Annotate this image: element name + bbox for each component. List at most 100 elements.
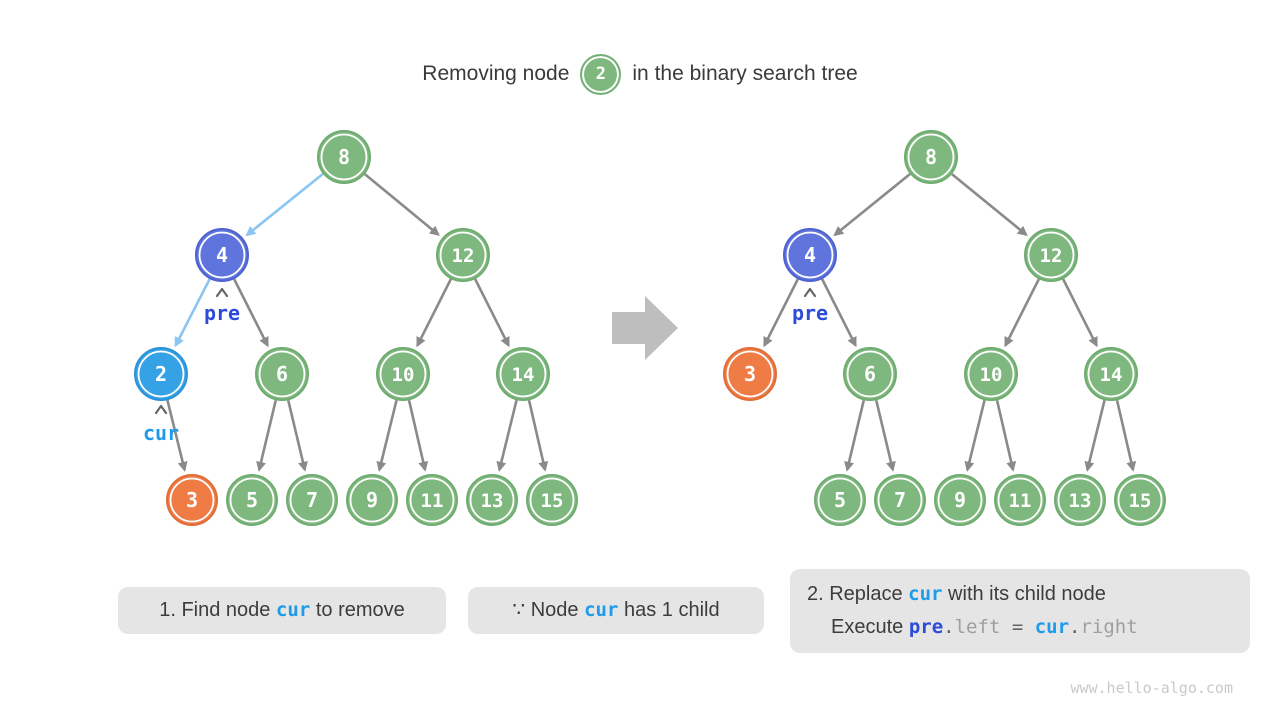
- tree-node-value: 5: [834, 488, 846, 512]
- tree-node-13: 13: [466, 474, 518, 526]
- tree-edge: [964, 399, 986, 472]
- caption-segment: cur: [584, 599, 619, 621]
- tree-node-value: 15: [541, 490, 564, 512]
- tree-edge: [245, 172, 324, 237]
- tree-node-value: 8: [338, 145, 350, 169]
- tree-node-value: 14: [512, 364, 535, 386]
- tree-node-value: 9: [954, 488, 966, 512]
- tree-node-value: 15: [1129, 490, 1152, 512]
- tree-edge: [820, 278, 857, 348]
- caption-segment: right: [1080, 616, 1138, 638]
- caption-2: ∵ Node cur has 1 child: [468, 587, 764, 634]
- caption-segment: Execute: [831, 616, 909, 638]
- tree-edge: [1084, 399, 1106, 472]
- pointer-caret-icon: [803, 287, 817, 298]
- tree-edge: [1115, 400, 1137, 472]
- tree-node-value: 5: [246, 488, 258, 512]
- tree-node-value: 12: [452, 245, 475, 267]
- tree-node-value: 6: [864, 362, 876, 386]
- tree-node-5: 5: [226, 474, 278, 526]
- tree-node-3: 3: [166, 474, 218, 526]
- tree-node-value: 8: [925, 145, 937, 169]
- after-tree: 8 4 12 3 6 10 14 5 7 9 11 13 15 pre: [723, 130, 1166, 526]
- tree-node-11: 11: [994, 474, 1046, 526]
- tree-node-14: 14: [496, 347, 550, 401]
- caption-segment: cur: [908, 583, 943, 605]
- tree-node-6: 6: [843, 347, 897, 401]
- tree-node-15: 15: [1114, 474, 1166, 526]
- caption-1: 1. Find node cur to remove: [118, 587, 446, 634]
- tree-edge: [174, 278, 211, 348]
- tree-node-12: 12: [436, 228, 490, 282]
- tree-edge: [232, 278, 269, 348]
- tree-edge: [951, 173, 1028, 237]
- title-node-value: 2: [595, 64, 607, 84]
- caption-segment: with its child node: [942, 583, 1106, 605]
- tree-node-5: 5: [814, 474, 866, 526]
- tree-node-value: 3: [744, 362, 756, 386]
- tree-edge: [407, 400, 429, 472]
- pointer-cur: cur: [143, 404, 179, 445]
- tree-node-value: 10: [392, 364, 415, 386]
- tree-edge: [166, 399, 188, 472]
- tree-node-9: 9: [346, 474, 398, 526]
- caption-segment: left: [954, 616, 1001, 638]
- tree-edge: [376, 399, 398, 472]
- tree-node-7: 7: [286, 474, 338, 526]
- transform-arrow-icon: [612, 296, 678, 360]
- pointer-label-cur: cur: [143, 421, 179, 445]
- tree-edge: [527, 400, 549, 472]
- pointer-pre: pre: [792, 287, 828, 325]
- caption-segment: has 1 child: [618, 599, 720, 621]
- caption-segment: ∵ Node: [512, 599, 585, 621]
- tree-node-value: 11: [421, 490, 444, 512]
- tree-node-value: 14: [1100, 364, 1123, 386]
- tree-node-15: 15: [526, 474, 578, 526]
- tree-edge: [473, 278, 510, 348]
- tree-edge: [1061, 278, 1098, 348]
- caption-segment: 1. Find node: [159, 599, 276, 621]
- tree-node-value: 4: [804, 243, 816, 267]
- tree-node-8: 8: [317, 130, 371, 184]
- caption-segment: 2. Replace: [807, 583, 909, 605]
- tree-node-value: 7: [306, 488, 318, 512]
- pointer-label-pre: pre: [792, 301, 828, 325]
- tree-edge: [763, 278, 800, 348]
- caption-segment: =: [1000, 616, 1035, 638]
- tree-node-11: 11: [406, 474, 458, 526]
- figure-title: Removing node 2 in the binary search tre…: [0, 50, 1280, 98]
- caption-segment: cur: [275, 599, 311, 621]
- caption-segment: to remove: [310, 599, 405, 621]
- tree-edge: [874, 399, 896, 472]
- tree-node-value: 13: [1069, 490, 1092, 512]
- tree-node-value: 6: [276, 362, 288, 386]
- tree-node-value: 2: [155, 362, 167, 386]
- tree-node-value: 10: [980, 364, 1003, 386]
- caption-segment: cur: [1034, 616, 1070, 638]
- tree-node-value: 9: [366, 488, 378, 512]
- tree-node-value: 7: [894, 488, 906, 512]
- pointer-pre: pre: [204, 287, 240, 325]
- tree-node-12: 12: [1024, 228, 1078, 282]
- tree-node-value: 4: [216, 243, 228, 267]
- watermark: www.hello-algo.com: [1070, 679, 1233, 697]
- tree-node-10: 10: [376, 347, 430, 401]
- tree-node-8: 8: [904, 130, 958, 184]
- tree-node-value: 3: [186, 488, 198, 512]
- pointer-caret-icon: [154, 404, 168, 415]
- tree-node-14: 14: [1084, 347, 1138, 401]
- pointer-caret-icon: [215, 287, 229, 298]
- tree-node-6: 6: [255, 347, 309, 401]
- tree-node-10: 10: [964, 347, 1018, 401]
- tree-edge: [1004, 278, 1041, 348]
- tree-node-3: 3: [723, 347, 777, 401]
- tree-edge: [833, 172, 911, 237]
- tree-node-13: 13: [1054, 474, 1106, 526]
- tree-node-2: 2: [134, 347, 188, 401]
- tree-node-4: 4: [195, 228, 249, 282]
- tree-edge: [364, 173, 440, 236]
- pointer-label-pre: pre: [204, 301, 240, 325]
